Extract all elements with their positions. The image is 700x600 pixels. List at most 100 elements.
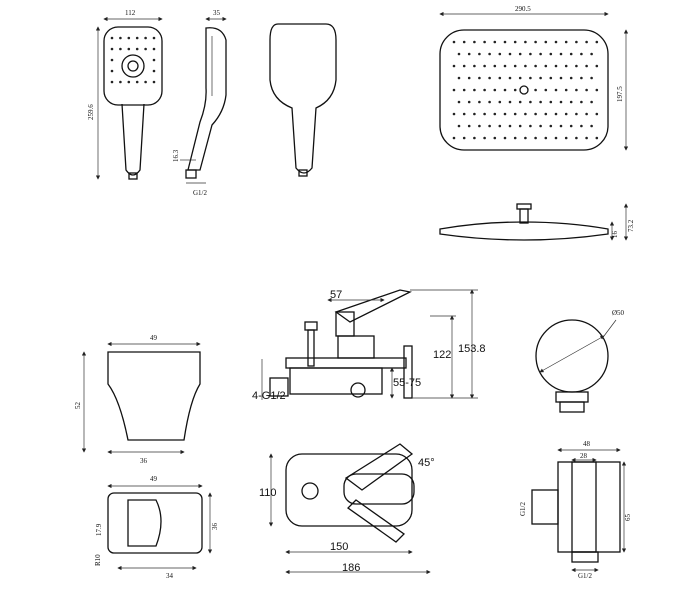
nozzle-dot [467, 100, 471, 104]
overhead-width-label: 290.5 [515, 5, 531, 13]
hand-shower-depth-label: 35 [213, 9, 221, 17]
nozzle-dot [513, 64, 517, 68]
total-height-label: 153.8 [458, 343, 486, 355]
nozzle-dot [513, 88, 517, 92]
nozzle-dot [518, 52, 522, 56]
nozzle-dot [478, 124, 481, 128]
nozzle-dot [119, 36, 122, 40]
nozzle-dot [534, 88, 537, 92]
nozzle-dot [508, 124, 512, 128]
nozzle-dot [457, 100, 461, 104]
connections-label: 4-G1/2 [252, 390, 286, 402]
nozzle-dot [503, 40, 507, 44]
nozzle-dot [554, 112, 558, 116]
nozzle-dot [585, 112, 588, 116]
nozzle-dot [144, 80, 147, 84]
nozzle-dot [119, 80, 122, 84]
nozzle-dot [483, 88, 486, 92]
nozzle-dot [493, 64, 497, 68]
nozzle-dot [457, 52, 461, 56]
nozzle-dot [452, 136, 456, 140]
hand-shower-back-view [269, 23, 337, 177]
nozzle-dot [595, 136, 599, 140]
spout-offset-label: 57 [330, 289, 342, 301]
nozzle-dot [144, 47, 147, 51]
holder-top-width-label: 49 [150, 334, 158, 342]
nozzle-dot [580, 52, 583, 56]
nozzle-dot [452, 40, 456, 44]
nozzle-dot [518, 76, 522, 80]
total-width-label: 186 [342, 562, 360, 574]
nozzle-dot [127, 47, 131, 51]
holder-bottom-width-label: 36 [140, 457, 148, 465]
nozzle-dot [529, 76, 532, 80]
nozzle-dot [127, 36, 131, 40]
nozzle-dot [585, 136, 588, 140]
overhead-shower-side-view: 16 73.2 [439, 203, 635, 241]
outlet-bottom-thread-label: G1/2 [578, 572, 593, 580]
nozzle-dot [539, 52, 542, 56]
outlet-inner-label: 28 [580, 452, 588, 460]
nozzle-dot [564, 88, 568, 92]
hand-shower-width-label: 112 [125, 9, 136, 17]
nozzle-dot [467, 52, 471, 56]
hand-shower-nozzle-dots [110, 36, 156, 84]
hand-shower-stem-label: 16.3 [172, 149, 180, 162]
nozzle-dot [473, 88, 476, 92]
nozzle-dot [127, 80, 131, 84]
nozzle-dot [595, 40, 599, 44]
nozzle-dot [457, 76, 461, 80]
nozzle-dot [549, 124, 553, 128]
nozzle-dot [549, 76, 553, 80]
nozzle-dot [569, 100, 573, 104]
nozzle-dot [508, 76, 512, 80]
nozzle-dot [585, 88, 588, 92]
wall-outlet-views: Ø50 48 28 65 G1/2 G1/2 [519, 309, 632, 580]
nozzle-dot [539, 100, 542, 104]
nozzle-dot [544, 112, 548, 116]
outlet-diameter-label: Ø50 [612, 309, 625, 317]
nozzle-dot [498, 124, 502, 128]
nozzle-dot [544, 136, 548, 140]
nozzle-dot [152, 69, 156, 73]
nozzle-dot [110, 80, 114, 84]
nozzle-dot [575, 136, 578, 140]
nozzle-dot [488, 124, 491, 128]
nozzle-dot [488, 52, 491, 56]
nozzle-dot [549, 100, 553, 104]
nozzle-dot [462, 64, 466, 68]
nozzle-dot [595, 88, 599, 92]
nozzle-dot [564, 136, 568, 140]
nozzle-dot [452, 64, 456, 68]
nozzle-dot [585, 64, 588, 68]
nozzle-dot [483, 64, 486, 68]
nozzle-dot [575, 40, 578, 44]
nozzle-dot [478, 52, 481, 56]
nozzle-dot [452, 88, 456, 92]
nozzle-dot [110, 58, 114, 62]
nozzle-dot [513, 40, 517, 44]
nozzle-dot [462, 112, 466, 116]
outlet-width-label: 48 [583, 440, 591, 448]
nozzle-dot [144, 36, 147, 40]
nozzle-dot [559, 124, 563, 128]
plate-width-label: 150 [330, 541, 348, 553]
adjust-range-label: 55-75 [393, 377, 421, 389]
nozzle-dot [524, 64, 527, 68]
nozzle-dot [529, 124, 532, 128]
nozzle-dot [503, 88, 507, 92]
nozzle-dot [110, 36, 114, 40]
nozzle-dot [508, 52, 512, 56]
nozzle-dot [135, 80, 139, 84]
plate-height-label: 110 [259, 487, 277, 499]
nozzle-dot [493, 136, 497, 140]
nozzle-dot [580, 124, 583, 128]
nozzle-dot [152, 80, 156, 84]
nozzle-dot [534, 40, 537, 44]
holder-slot-label: 17.9 [95, 523, 103, 536]
nozzle-dot [478, 100, 481, 104]
overhead-shower-top-view: 290.5 197.5 [439, 5, 629, 151]
nozzle-dot [119, 47, 122, 51]
nozzle-dot [493, 88, 497, 92]
